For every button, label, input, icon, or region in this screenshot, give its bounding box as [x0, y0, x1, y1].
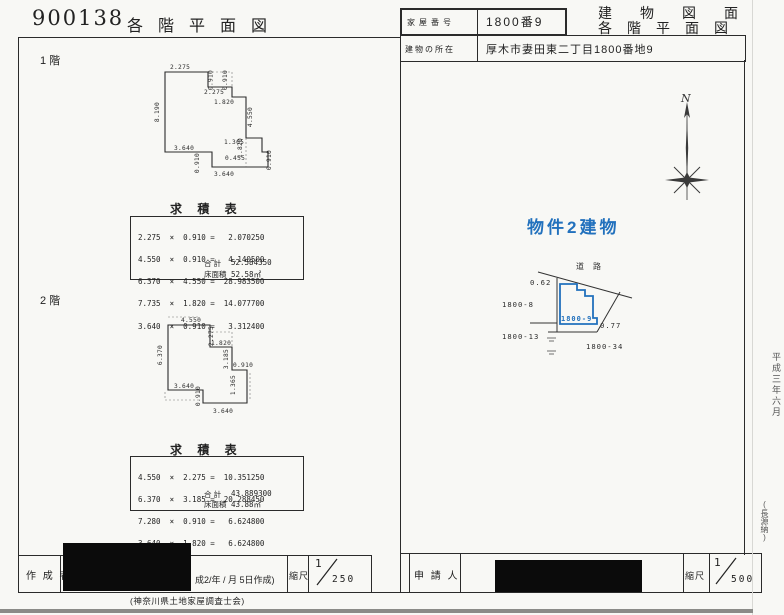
scale-label-left: 縮尺 — [289, 571, 310, 581]
redaction-box-creator — [63, 543, 191, 591]
creator-label: 作 成 者 — [26, 571, 72, 582]
floor2-area-rows: 4.550 × 2.275 = 10.351250 6.370 × 3.185 … — [138, 459, 264, 563]
dimension-label: 0.910 — [222, 70, 229, 90]
scan-fold-line — [752, 0, 753, 615]
floor2-floor-area-label: 床面積 — [204, 500, 227, 509]
dimension-label: 0.910 — [194, 153, 201, 173]
house-number-value: 1800番9 — [486, 15, 544, 29]
north-label: N — [680, 92, 691, 105]
dimension-label: 0.910 — [195, 386, 202, 406]
floor2-dashed-extension — [164, 316, 251, 401]
dimension-label: 3.640 — [214, 171, 234, 178]
area-calc-row: 3.640 × 0.910 = 3.312400 — [138, 321, 265, 331]
dimension-label: 2.275 — [170, 64, 190, 71]
floor1-plan-drawing: 2.275 0.910 2.275 1.820 0.910 8.190 4.55… — [154, 64, 273, 178]
dimension-label: 2.275 — [208, 326, 215, 346]
dimension-label: 1.365 — [224, 139, 244, 146]
area-calc-row: 4.550 × 2.275 = 10.351250 — [138, 472, 265, 482]
location-value: 厚木市妻田東二丁目1800番地9 — [486, 44, 654, 56]
scale-label-right: 縮尺 — [685, 571, 706, 581]
dimension-label: 0.910 — [233, 362, 253, 369]
neighbor-parcel-label: 1800-34 — [586, 342, 623, 351]
floor2-total-label: 合 計 — [204, 490, 222, 499]
floor1-area-rows: 2.275 × 0.910 = 2.070250 4.550 × 0.910 =… — [138, 219, 264, 345]
dimension-label: 1.820 — [214, 99, 234, 106]
floor1-total-value: 52.584350 — [231, 258, 272, 267]
floor1-floor-area-value: 52.58㎡ — [231, 270, 262, 279]
dimension-label: 1.365 — [230, 375, 237, 395]
survey-marks — [547, 337, 556, 355]
floor2-total-value: 43.889300 — [231, 489, 272, 498]
location-divider — [477, 35, 478, 62]
area-calc-row: 2.275 × 0.910 = 2.070250 — [138, 232, 265, 242]
dimension-label: 3.640 — [174, 145, 194, 152]
site-plan-drawing: 道路 1800-9 0.62 1800-8 1800-13 0.77 1800-… — [502, 261, 633, 355]
dimension-label: 0.910 — [208, 70, 215, 90]
dimension-label: 0.910 — [266, 150, 273, 170]
floor1-label: 1階 — [40, 55, 64, 67]
floor2-table-title: 求 積 表 — [170, 443, 243, 457]
north-compass-icon: N — [665, 92, 709, 200]
area-calc-row: 7.280 × 0.910 = 6.624800 — [138, 517, 265, 527]
applicant-label: 申 請 人 — [414, 571, 460, 582]
floor1-floor-area-label: 床面積 — [204, 270, 227, 279]
property-title: 物件2建物 — [527, 218, 620, 237]
location-label: 建物の所在 — [405, 45, 455, 54]
area-calc-row: 7.735 × 1.820 = 14.077700 — [138, 299, 265, 309]
area-calc-row: 6.370 × 4.550 = 28.983500 — [138, 277, 265, 287]
dimension-label: 3.640 — [174, 383, 194, 390]
floor1-area-table — [130, 216, 304, 280]
house-number-divider — [477, 8, 478, 35]
parcel-number-label: 1800-9 — [561, 315, 592, 323]
side-note-upper: 平成三年六月 — [771, 352, 781, 418]
lot-boundary — [530, 278, 621, 333]
dimension-label: 1.820 — [237, 138, 244, 158]
dimension-label: 4.550 — [181, 317, 201, 324]
road-line — [537, 271, 633, 299]
area-calc-row: 6.370 × 3.185 = 20.288450 — [138, 495, 265, 505]
floor2-outline — [167, 324, 248, 404]
creation-date-note: 成2/年 / 月 5日作成) — [195, 575, 275, 585]
neighbor-parcel-label: 1800-8 — [502, 300, 534, 309]
building-title-line2: 各階平面図 — [598, 20, 743, 36]
page-title: 各階平面図 — [127, 18, 283, 35]
offset-top-label: 0.62 — [530, 278, 551, 287]
dimension-label: 8.190 — [154, 102, 161, 122]
doc-number: 900138 — [32, 6, 125, 30]
dimension-label: 1.820 — [211, 340, 231, 347]
scale-left-numerator: 1 — [315, 557, 322, 570]
dimension-label: 2.275 — [204, 89, 224, 96]
neighbor-parcel-label: 1800-13 — [502, 332, 539, 341]
scale-fraction-slash — [715, 557, 737, 585]
floor1-total-label: 合 計 — [204, 259, 222, 268]
dimension-label: 6.370 — [157, 345, 164, 365]
building-footprint-outline — [559, 283, 598, 325]
scale-right-denominator: 500 — [731, 574, 755, 585]
floor2-area-table — [130, 456, 304, 511]
floor2-label: 2階 — [40, 295, 64, 307]
dimension-label: 0.455 — [225, 155, 245, 162]
association-note: (神奈川県土地家屋調査士会) — [130, 596, 245, 606]
dimension-label: 3.185 — [223, 349, 230, 369]
area-calc-row: 4.550 × 0.910 = 4.140500 — [138, 255, 265, 265]
floor2-plan-drawing: 4.550 2.275 1.820 6.370 3.185 0.910 1.36… — [157, 316, 253, 415]
scan-edge-band — [0, 609, 753, 613]
scale-left-denominator: 250 — [332, 574, 356, 585]
dimension-label: 3.640 — [213, 408, 233, 415]
floor1-dashed-extension — [208, 71, 247, 167]
scale-fraction-slash — [316, 558, 338, 586]
side-note-lower: (長源納) — [760, 500, 769, 542]
floor2-floor-area-value: 43.88㎡ — [231, 500, 262, 509]
scale-right-numerator: 1 — [714, 556, 721, 569]
building-title-line1: 建物図面 — [598, 5, 766, 21]
offset-right-label: 0.77 — [600, 321, 621, 330]
floor1-table-title: 求 積 表 — [170, 202, 243, 216]
house-number-label: 家屋番号 — [407, 18, 455, 27]
road-label: 道路 — [576, 261, 610, 271]
floor1-outline — [164, 71, 269, 168]
dimension-label: 4.550 — [247, 107, 254, 127]
redaction-box-applicant — [495, 560, 642, 592]
